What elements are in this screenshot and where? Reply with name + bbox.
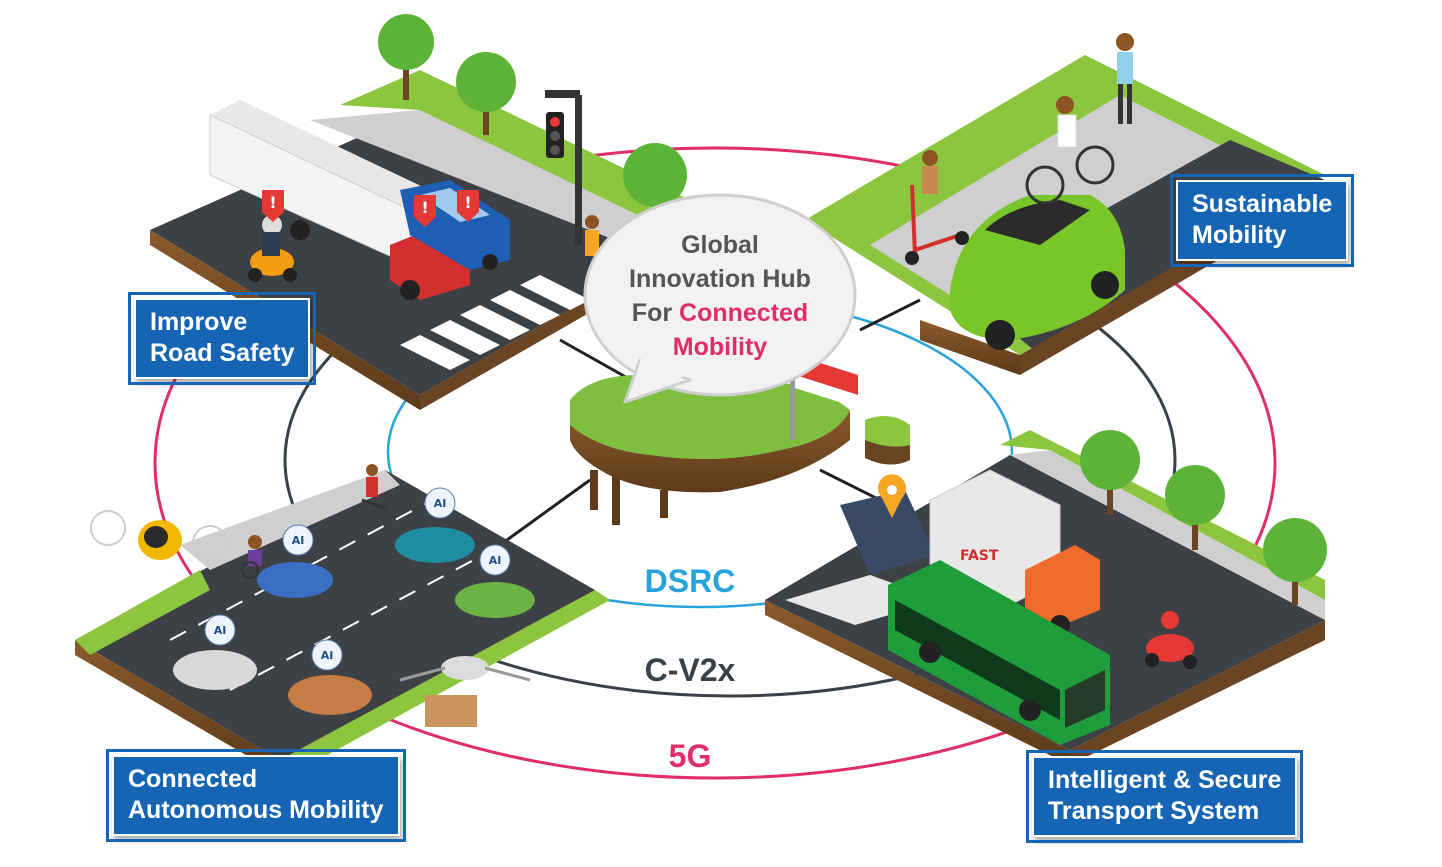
svg-text:AI: AI [321, 649, 334, 662]
transport-system-label: Intelligent & Secure Transport System [1025, 750, 1304, 843]
hub-title: Global Innovation Hub For Connected Mobi… [600, 228, 840, 364]
hub-speech-bubble [583, 193, 857, 404]
sustainable-tile [805, 33, 1325, 375]
svg-text:AI: AI [214, 624, 227, 637]
alert-icon: ! ! ! [262, 190, 479, 227]
sustainable-line-2: Mobility [1192, 221, 1287, 249]
road-safety-line-1: Improve [150, 308, 248, 336]
wheelchair-user [241, 535, 262, 579]
transport-line-1: Intelligent & Secure [1048, 766, 1282, 794]
svg-text:AI: AI [489, 554, 502, 567]
svg-text:!: ! [269, 193, 276, 212]
location-pin-icon [878, 474, 907, 518]
autonomous-line-2: Autonomous Mobility [128, 796, 384, 824]
fiveg-ring [153, 146, 1277, 780]
svg-text:AI: AI [292, 534, 305, 547]
crosswalk [400, 275, 590, 370]
air-taxi-drone [90, 510, 228, 561]
lane-markings [169, 479, 531, 691]
sustainable-mobility-label: Sustainable Mobility [1169, 174, 1355, 267]
ai-chip-icon: AI AI AI AI AI [204, 487, 511, 671]
green-bus [888, 560, 1110, 745]
hub-line-2: Innovation Hub [629, 265, 811, 293]
hub-line-3: For Connected [600, 296, 840, 330]
delivery-drone [399, 656, 531, 727]
hub-line-3-prefix: For [631, 299, 680, 327]
smart-car [950, 195, 1125, 350]
sustainable-line-1: Sustainable [1192, 190, 1333, 218]
autonomous-line-1: Connected [128, 765, 258, 793]
scooter-kid [905, 150, 969, 265]
transport-tile: FAST [765, 430, 1327, 765]
hub-line-3-accent: Connected [679, 299, 809, 327]
transport-line-2: Transport System [1048, 797, 1260, 825]
tree-icon [378, 14, 687, 225]
cyclist [1025, 96, 1115, 205]
truck-brand: FAST [960, 548, 999, 564]
road-safety-line-2: Road Safety [150, 339, 295, 367]
scooter-rider [248, 215, 297, 282]
road-safety-label: Improve Road Safety [127, 292, 317, 385]
road-safety-tile: ! ! ! [150, 14, 700, 410]
cv2x-label: C-V2x [644, 652, 736, 688]
traffic-light-icon [545, 90, 582, 245]
svg-text:!: ! [464, 193, 471, 212]
tree-icon [1080, 430, 1327, 605]
svg-text:!: ! [421, 198, 428, 217]
autonomous-mobility-label: Connected Autonomous Mobility [106, 749, 406, 842]
fiveg-label: 5G [668, 738, 712, 774]
autonomous-car [173, 527, 535, 715]
courier-motorbike [1145, 611, 1197, 669]
svg-text:AI: AI [434, 497, 447, 510]
runner [1116, 33, 1134, 124]
autonomous-tile: AI AI AI AI AI [75, 464, 610, 775]
scooter-rider-2 [361, 464, 386, 510]
hub-line-4: Mobility [672, 333, 768, 361]
hub-line-1: Global [681, 231, 759, 259]
dsrc-label: DSRC [644, 563, 736, 599]
